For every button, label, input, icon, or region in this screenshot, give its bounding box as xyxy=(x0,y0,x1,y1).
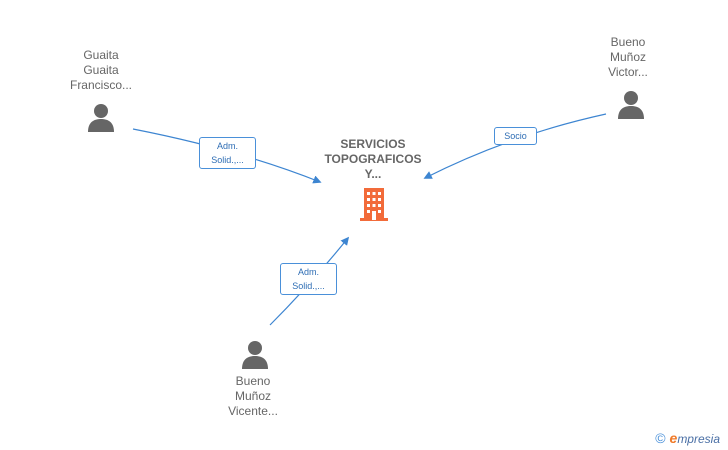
copyright-footer[interactable]: © empresia xyxy=(655,430,720,446)
person-icon[interactable] xyxy=(239,338,271,370)
edge-bueno-victor-to-company xyxy=(423,113,607,179)
relation-label-guaita[interactable]: Adm. Solid.,... xyxy=(199,137,256,169)
company-name[interactable]: SERVICIOS TOPOGRAFICOS Y... xyxy=(308,137,438,182)
person-name-line: Victor... xyxy=(608,65,648,79)
building-icon[interactable] xyxy=(357,186,391,222)
brand-initial: e xyxy=(669,430,678,446)
relation-label-line: Solid.,... xyxy=(211,155,244,165)
copyright-icon: © xyxy=(655,430,666,446)
person-name-bueno-victor[interactable]: Bueno Muñoz Victor... xyxy=(568,35,688,80)
company-name-line: SERVICIOS xyxy=(340,137,406,151)
person-name-line: Guaita xyxy=(83,48,119,62)
person-name-bueno-vicente[interactable]: Bueno Muñoz Vicente... xyxy=(193,374,313,419)
person-name-line: Guaita xyxy=(83,63,119,77)
person-name-guaita[interactable]: Guaita Guaita Francisco... xyxy=(41,48,161,93)
person-name-line: Muñoz xyxy=(609,50,647,64)
relation-label-line: Adm. xyxy=(297,267,319,277)
person-name-line: Bueno xyxy=(610,35,646,49)
brand-name: mpresia xyxy=(677,432,720,446)
person-name-line: Bueno xyxy=(235,374,271,388)
company-name-line: TOPOGRAFICOS xyxy=(324,152,422,166)
company-name-line: Y... xyxy=(364,167,382,181)
person-name-line: Francisco... xyxy=(69,78,132,92)
person-icon[interactable] xyxy=(615,88,647,120)
person-icon[interactable] xyxy=(85,101,117,133)
person-name-line: Muñoz xyxy=(234,389,272,403)
relation-label-bueno-vicente[interactable]: Adm. Solid.,... xyxy=(280,263,337,295)
relation-label-line: Adm. xyxy=(216,141,238,151)
relation-label-line: Socio xyxy=(504,131,527,141)
person-name-line: Vicente... xyxy=(228,404,278,418)
relation-label-line: Solid.,... xyxy=(292,281,325,291)
relation-label-bueno-victor[interactable]: Socio xyxy=(494,127,537,145)
brand-logo: empresia xyxy=(670,430,720,446)
